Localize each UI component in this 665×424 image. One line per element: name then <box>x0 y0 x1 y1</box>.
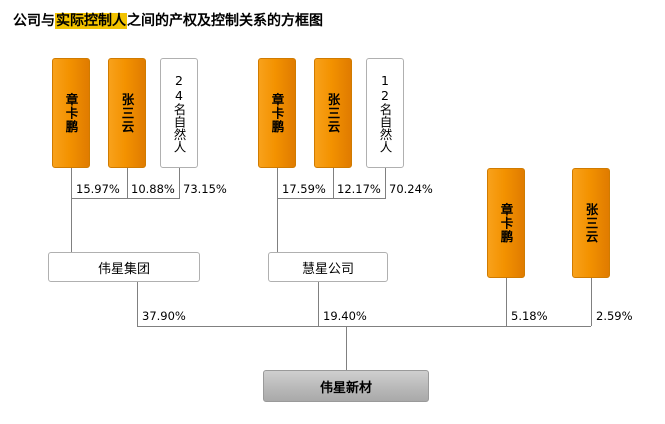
page-title: 公司与实际控制人之间的产权及控制关系的方框图 <box>13 10 323 30</box>
node-zhang-kapeng-1[interactable]: 章卡鹏 <box>52 58 90 168</box>
node-label: 张三云 <box>583 202 599 244</box>
node-weixing-group[interactable]: 伟星集团 <box>48 252 200 282</box>
edge-label-70-24: 70.24% <box>389 182 433 196</box>
connector-line <box>127 168 128 198</box>
title-prefix: 公司与 <box>13 13 55 29</box>
node-label: 12名自然人 <box>377 73 393 153</box>
node-label: 伟星新材 <box>319 380 372 396</box>
edge-label-2-59: 2.59% <box>596 309 633 323</box>
connector-line <box>277 198 278 252</box>
node-zhang-sanyun-3[interactable]: 张三云 <box>572 168 610 278</box>
edge-label-5-18: 5.18% <box>511 309 548 323</box>
connector-line <box>318 282 319 326</box>
node-label: 24名自然人 <box>171 73 187 153</box>
edge-label-73-15: 73.15% <box>183 182 227 196</box>
connector-line <box>591 278 592 326</box>
node-zhang-sanyun-2[interactable]: 张三云 <box>314 58 352 168</box>
connector-line <box>71 198 72 252</box>
node-label: 章卡鹏 <box>498 202 514 244</box>
node-label: 章卡鹏 <box>269 92 285 134</box>
node-natural-persons-24[interactable]: 24名自然人 <box>160 58 198 168</box>
connector-line <box>137 326 591 327</box>
connector-line <box>346 326 347 370</box>
node-label: 章卡鹏 <box>63 92 79 134</box>
connector-line <box>385 168 386 198</box>
edge-label-19-40: 19.40% <box>323 309 367 323</box>
edge-label-37-90: 37.90% <box>142 309 186 323</box>
connector-line <box>71 198 180 199</box>
connector-line <box>277 168 278 198</box>
edge-label-15-97: 15.97% <box>76 182 120 196</box>
edge-label-10-88: 10.88% <box>131 182 175 196</box>
connector-line <box>506 278 507 326</box>
node-label: 慧星公司 <box>301 261 354 277</box>
node-zhang-kapeng-3[interactable]: 章卡鹏 <box>487 168 525 278</box>
node-label: 伟星集团 <box>97 261 150 277</box>
node-weixing-new-material[interactable]: 伟星新材 <box>263 370 429 402</box>
connector-line <box>71 168 72 198</box>
node-huixing-company[interactable]: 慧星公司 <box>268 252 388 282</box>
node-zhang-kapeng-2[interactable]: 章卡鹏 <box>258 58 296 168</box>
node-label: 张三云 <box>325 92 341 134</box>
node-zhang-sanyun-1[interactable]: 张三云 <box>108 58 146 168</box>
connector-line <box>333 168 334 198</box>
edge-label-17-59: 17.59% <box>282 182 326 196</box>
connector-line <box>277 198 386 199</box>
title-highlight: 实际控制人 <box>55 13 127 29</box>
connector-line <box>137 282 138 326</box>
edge-label-12-17: 12.17% <box>337 182 381 196</box>
node-label: 张三云 <box>119 92 135 134</box>
title-suffix: 之间的产权及控制关系的方框图 <box>127 13 323 29</box>
node-natural-persons-12[interactable]: 12名自然人 <box>366 58 404 168</box>
connector-line <box>179 168 180 198</box>
